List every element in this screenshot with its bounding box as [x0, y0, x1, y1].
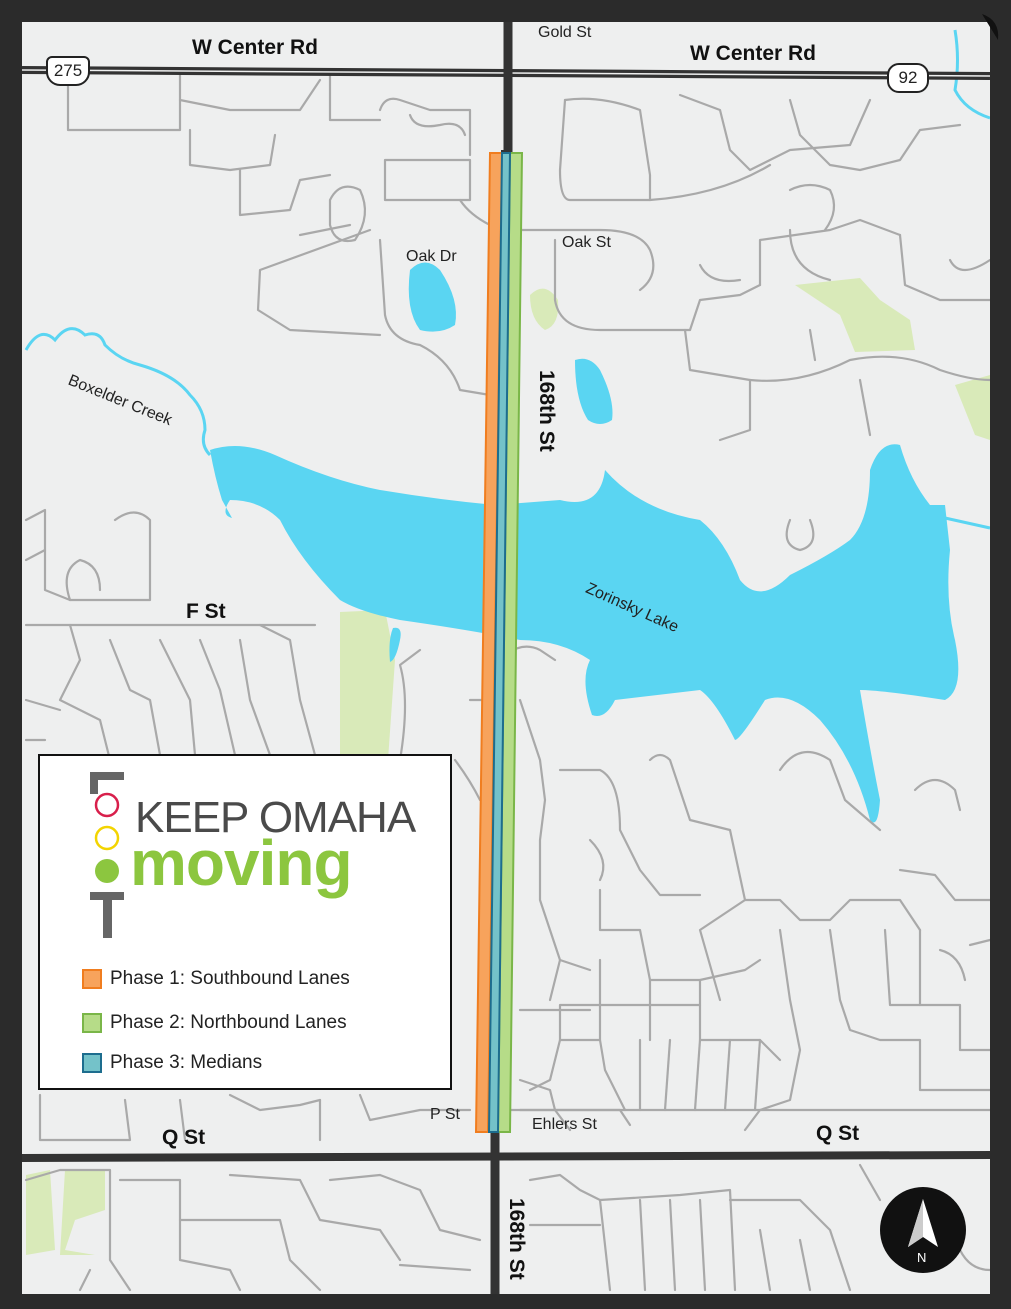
- north-arrow-icon: [880, 1187, 966, 1273]
- legend-item-phase-2: Phase 2: Northbound Lanes: [82, 1012, 347, 1034]
- legend-label-phase-1: Phase 1: Southbound Lanes: [110, 968, 350, 989]
- water-bodies: [210, 262, 959, 823]
- state-route-shield: 92: [887, 63, 929, 93]
- phase-3-medians: [487, 152, 512, 1133]
- road-label-q-st-west: Q St: [162, 1126, 206, 1149]
- minor-roads: [24, 73, 992, 1292]
- east-stream: [953, 29, 991, 120]
- logo-line-1: KEEP OMAHA: [135, 793, 416, 842]
- east-stream-2: [944, 516, 991, 530]
- road-label-168th-st-south: 168th St: [505, 1198, 528, 1280]
- zorinsky-lake: [210, 444, 959, 823]
- legend-item-phase-1: Phase 1: Southbound Lanes: [82, 968, 350, 990]
- compass-north-label: N: [917, 1250, 927, 1265]
- traffic-light-logo-icon: [90, 772, 124, 938]
- road-label-f-st: F St: [186, 600, 226, 623]
- frame: [6, 6, 1006, 1309]
- road-label-gold-st: Gold St: [538, 24, 592, 41]
- q-st: [21, 1151, 991, 1162]
- road-label-w-center-rd-east: W Center Rd: [690, 42, 816, 65]
- legend-item-phase-3: Phase 3: Medians: [82, 1052, 262, 1074]
- road-label-oak-st: Oak St: [562, 234, 611, 251]
- road-label-w-center-rd-west: W Center Rd: [192, 36, 318, 59]
- phase-1-swatch: [82, 969, 102, 989]
- road-label-oak-dr: Oak Dr: [406, 248, 457, 265]
- phase-3-swatch: [82, 1053, 102, 1073]
- boxelder-creek: [24, 327, 212, 457]
- compass-arrow-icon: [908, 1199, 938, 1247]
- road-label-q-st-east: Q St: [816, 1122, 860, 1145]
- us-route-shield: 275: [46, 56, 90, 86]
- legend-label-phase-2: Phase 2: Northbound Lanes: [110, 1012, 347, 1033]
- road-label-168th-st-north: 168th St: [535, 370, 558, 452]
- parks: [26, 278, 990, 1255]
- road-label-p-st: P St: [430, 1106, 460, 1123]
- road-label-ehlers-st: Ehlers St: [532, 1116, 597, 1133]
- phase-overlays: [474, 152, 524, 1133]
- north-pond: [575, 358, 613, 424]
- oak-pond: [408, 262, 456, 332]
- legend-label-phase-3: Phase 3: Medians: [110, 1052, 263, 1073]
- logo-line-2: moving: [130, 827, 353, 899]
- phase-2-swatch: [82, 1013, 102, 1033]
